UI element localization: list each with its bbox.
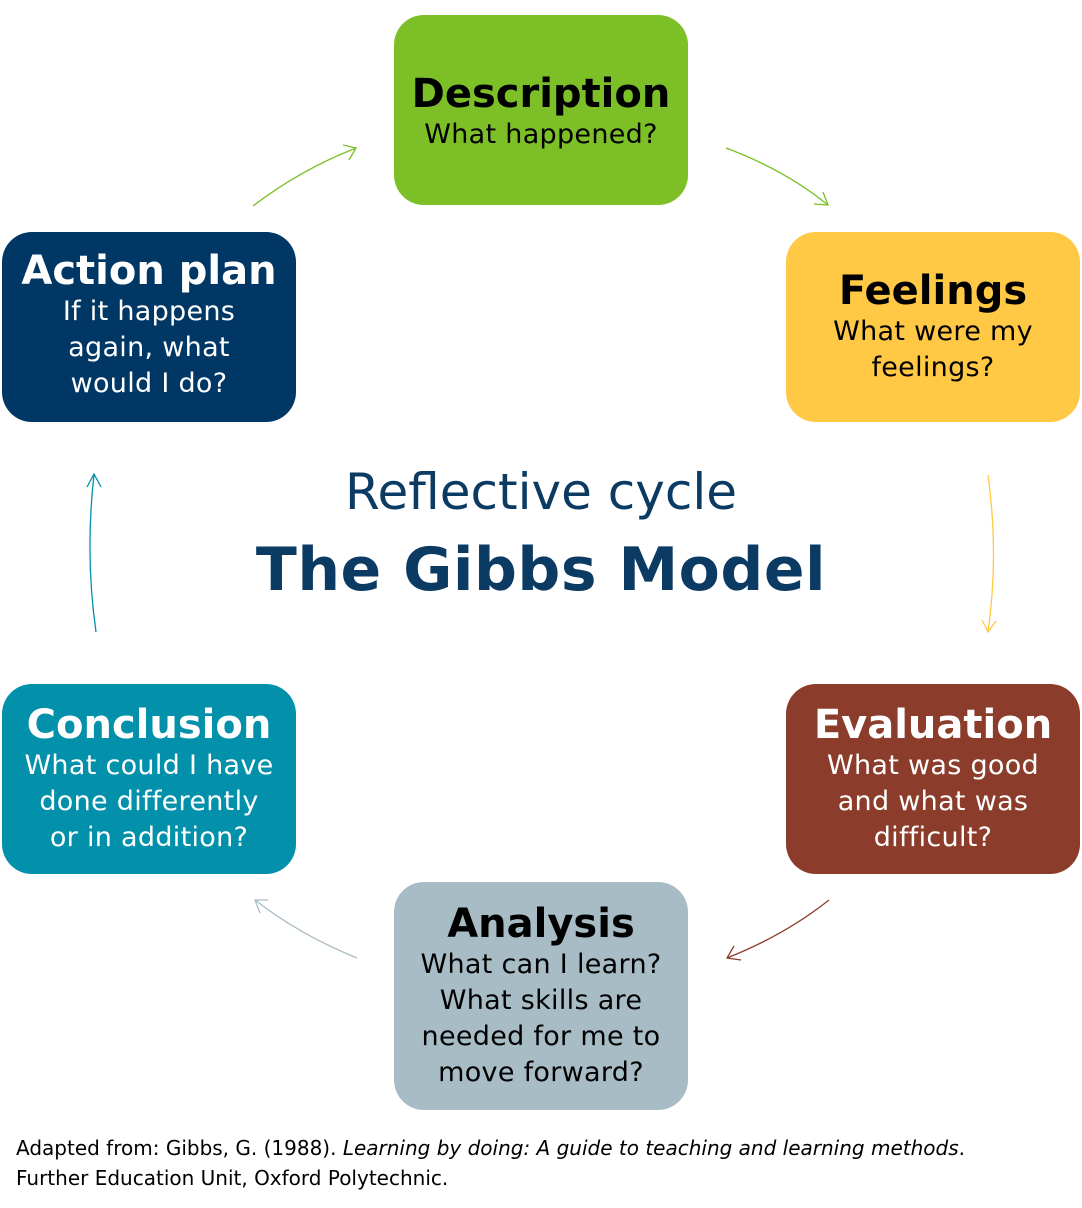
stage-evaluation-title: Evaluation [813, 702, 1053, 748]
stage-description-text-line-1: What happened? [424, 119, 658, 150]
stage-action-plan-text-line-2: again, what [68, 332, 230, 363]
diagram-title: The Gibbs Model [255, 535, 827, 605]
arrow-feelings-to-evaluation [987, 474, 995, 633]
stage-evaluation-text-line-3: difficult? [873, 822, 993, 853]
diagram-subtitle: Reflective cycle [345, 463, 737, 521]
stage-conclusion-text-line-1: What could I have [24, 750, 274, 781]
arrowhead-conclusion-to-action-plan [86, 472, 102, 488]
arrow-description-to-feelings [725, 147, 829, 206]
stage-action-plan-box: Action plan If it happens again, what wo… [2, 232, 296, 422]
stage-feelings-text-line-1: What were my [833, 316, 1033, 347]
stage-analysis-box: Analysis What can I learn? What skills a… [394, 882, 688, 1110]
stage-action-plan-title: Action plan [21, 248, 277, 294]
stage-feelings-title: Feelings [838, 268, 1028, 314]
citation-work-title: Learning by doing: A guide to teaching a… [342, 1136, 959, 1160]
arrowhead-evaluation-to-analysis [725, 945, 742, 961]
stage-feelings-text-line-2: feelings? [871, 352, 995, 383]
stage-action-plan-text-line-1: If it happens [62, 296, 236, 327]
citation-suffix: . [958, 1136, 965, 1160]
arrowhead-action-plan-to-description [342, 144, 358, 161]
stage-description-title: Description [411, 71, 671, 117]
arrowhead-description-to-feelings [813, 191, 829, 206]
stage-conclusion-box: Conclusion What could I have done differ… [2, 684, 296, 874]
stage-evaluation-text-line-1: What was good [826, 750, 1040, 781]
stage-conclusion-text-line-2: done differently [39, 786, 259, 817]
citation-line-1: Adapted from: Gibbs, G. (1988). Learning… [16, 1133, 1066, 1163]
stage-feelings-box: Feelings What were my feelings? [786, 232, 1080, 422]
stage-action-plan-text-line-3: would I do? [70, 368, 228, 399]
arrow-analysis-to-conclusion [254, 899, 358, 959]
citation: Adapted from: Gibbs, G. (1988). Learning… [16, 1133, 1066, 1193]
stage-analysis-text-line-2: What skills are [439, 985, 643, 1016]
citation-prefix: Adapted from: Gibbs, G. (1988). [16, 1136, 343, 1160]
arrowhead-analysis-to-conclusion [254, 899, 268, 914]
stage-conclusion-title: Conclusion [26, 702, 272, 748]
arrowhead-feelings-to-evaluation [981, 619, 997, 634]
stage-analysis-text-line-4: move forward? [438, 1057, 644, 1088]
arrow-conclusion-to-action-plan [89, 473, 97, 633]
arrow-action-plan-to-description [252, 147, 357, 207]
stage-analysis-text-line-1: What can I learn? [420, 949, 662, 980]
stage-description-box: Description What happened? [394, 15, 688, 205]
stage-analysis-text-line-3: needed for me to [421, 1021, 661, 1052]
stage-conclusion-text-line-3: or in addition? [49, 822, 249, 853]
stage-evaluation-box: Evaluation What was good and what was di… [786, 684, 1080, 874]
stage-evaluation-text-line-2: and what was [837, 786, 1029, 817]
stage-analysis-title: Analysis [447, 901, 635, 947]
arrow-evaluation-to-analysis [726, 899, 830, 959]
citation-line-2: Further Education Unit, Oxford Polytechn… [16, 1166, 449, 1190]
